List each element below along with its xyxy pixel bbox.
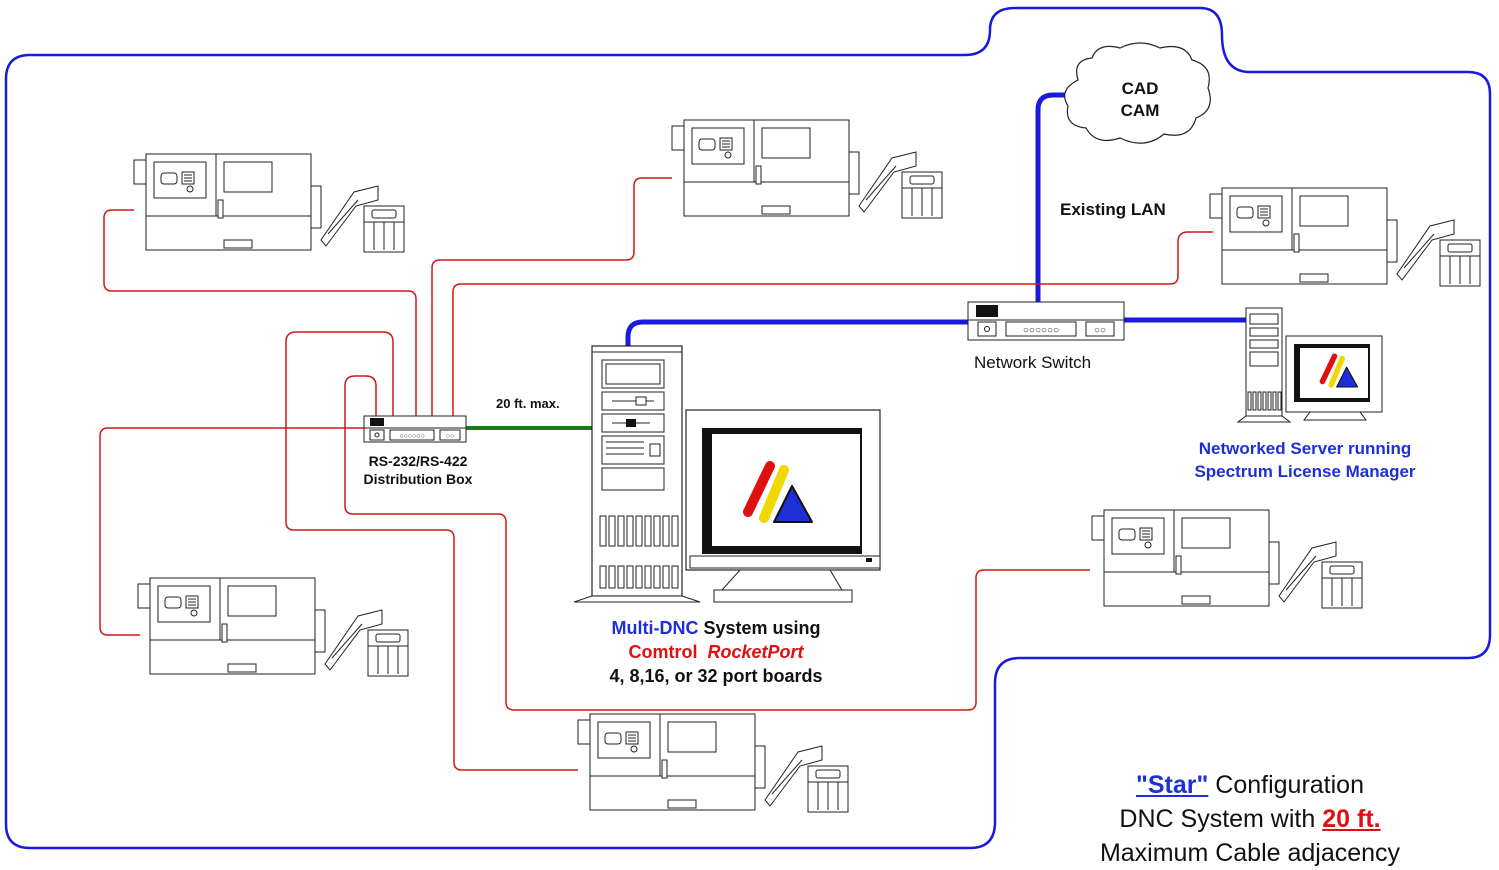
serial-line-m5 bbox=[285, 331, 578, 771]
serial-line-m3 bbox=[452, 231, 1213, 416]
svg-text:○○○○○○: ○○○○○○ bbox=[399, 433, 424, 440]
network-switch-label: Network Switch bbox=[974, 353, 1092, 372]
network-switch-icon: ○○○○○○ ○○ bbox=[967, 301, 1125, 341]
distribution-box-label-line2: Distribution Box bbox=[363, 471, 473, 487]
cloud-label-line2: CAM bbox=[1120, 101, 1160, 120]
cloud-label-line1: CAD bbox=[1121, 79, 1159, 98]
server-label-line1: Networked Server running bbox=[1198, 439, 1412, 458]
server-label-line2: Spectrum License Manager bbox=[1194, 462, 1416, 481]
system-using-text: System using bbox=[703, 618, 821, 638]
star-text: "Star" bbox=[1135, 771, 1209, 799]
cnc-machine-icon bbox=[671, 119, 943, 219]
cnc-machine-icon bbox=[1209, 187, 1481, 287]
twenty-ft-text: 20 ft. bbox=[1322, 805, 1381, 833]
cnc-machine-icon bbox=[577, 713, 849, 813]
comtrol-text: Comtrol bbox=[628, 642, 698, 662]
cnc-machine-icon bbox=[137, 577, 409, 677]
serial-line-m2 bbox=[431, 177, 672, 416]
multi-dnc-text: Multi-DNC bbox=[611, 618, 699, 638]
svg-text:○○: ○○ bbox=[1094, 325, 1106, 336]
caption-line3: Maximum Cable adjacency bbox=[1099, 839, 1401, 867]
lan-line-to-pc bbox=[625, 319, 968, 348]
crt-monitor-icon bbox=[685, 409, 881, 603]
caption-line1: "Star" Configuration bbox=[1040, 768, 1460, 802]
serial-line-m4 bbox=[99, 427, 364, 636]
caption-line2: DNC System with 20 ft. bbox=[1040, 802, 1460, 836]
serial-line-m6 bbox=[344, 375, 1090, 711]
lan-line-to-cloud bbox=[1035, 92, 1072, 302]
cloud-icon bbox=[1064, 42, 1211, 144]
svg-text:○○○○○○: ○○○○○○ bbox=[1023, 325, 1059, 336]
system-label-line2: Comtrol RocketPort bbox=[556, 640, 876, 664]
tower-computer-icon bbox=[573, 345, 701, 603]
system-label-line3: 4, 8,16, or 32 port boards bbox=[609, 666, 823, 686]
serial-line-m1 bbox=[103, 209, 417, 416]
svg-text:○○: ○○ bbox=[446, 433, 454, 440]
distribution-box-label: RS-232/RS-422 Distribution Box bbox=[350, 452, 486, 488]
dnc-system-with-text: DNC System with bbox=[1119, 805, 1316, 833]
cable-length-label: 20 ft. max. bbox=[496, 396, 560, 411]
cnc-machine-icon bbox=[133, 153, 405, 253]
system-label: Multi-DNC System using Comtrol RocketPor… bbox=[556, 616, 876, 688]
lan-boundary bbox=[4, 6, 1492, 850]
configuration-text: Configuration bbox=[1215, 771, 1364, 799]
cnc-machine-icon bbox=[1091, 509, 1363, 609]
server-computer-icon bbox=[1236, 307, 1383, 423]
triangle-logo-icon bbox=[743, 461, 813, 523]
configuration-caption: "Star" Configuration DNC System with 20 … bbox=[1040, 768, 1460, 870]
triangle-logo-icon bbox=[1319, 353, 1359, 388]
server-label: Networked Server running Spectrum Licens… bbox=[1150, 437, 1460, 483]
distribution-box-icon: ○○○○○○ ○○ bbox=[363, 415, 467, 443]
distribution-box-label-line1: RS-232/RS-422 bbox=[368, 453, 468, 469]
rocketport-text: RocketPort bbox=[707, 642, 804, 662]
system-label-line1: Multi-DNC System using bbox=[556, 616, 876, 640]
existing-lan-label: Existing LAN bbox=[1060, 200, 1166, 219]
cloud-label: CAD CAM bbox=[1100, 78, 1180, 122]
